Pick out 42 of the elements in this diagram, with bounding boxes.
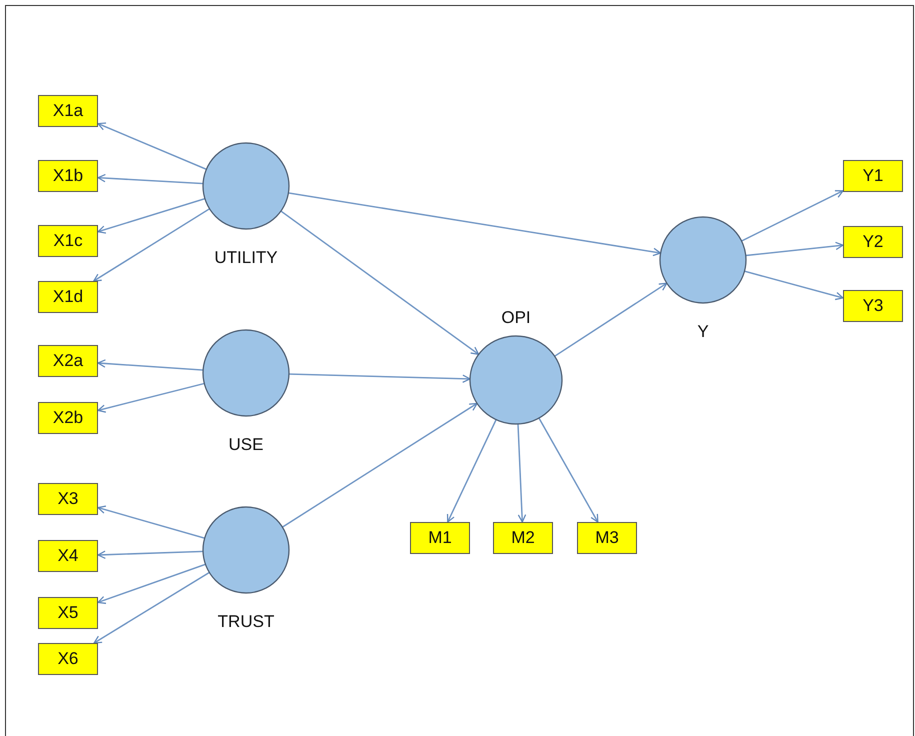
indicator-box: X5: [38, 597, 98, 629]
indicator-box: X4: [38, 540, 98, 572]
arrow: [97, 198, 206, 234]
arrow: [446, 419, 497, 523]
indicator-box: Y3: [843, 290, 903, 322]
arrow: [746, 242, 844, 256]
indicator-box: X2a: [38, 345, 98, 377]
arrow: [554, 282, 668, 357]
arrow: [97, 506, 205, 539]
indicator-box: M1: [410, 522, 470, 554]
arrow: [741, 190, 844, 242]
arrow: [97, 174, 204, 184]
variable-label: Y: [697, 322, 709, 342]
indicator-box: X1a: [38, 95, 98, 127]
variable-label: UTILITY: [214, 248, 278, 268]
arrow: [94, 572, 210, 644]
arrow: [744, 270, 844, 300]
variable-label: OPI: [501, 308, 531, 328]
arrow: [97, 564, 206, 604]
variable-label: TRUST: [218, 612, 274, 632]
indicator-box: X6: [38, 643, 98, 675]
arrow: [288, 373, 471, 383]
arrow: [97, 382, 204, 413]
indicator-box: Y2: [843, 226, 903, 258]
arrow: [538, 418, 598, 523]
arrow: [97, 359, 204, 371]
indicator-box: X2b: [38, 402, 98, 434]
arrow: [97, 122, 207, 170]
variable-label: USE: [228, 435, 264, 455]
indicator-box: X1c: [38, 225, 98, 257]
indicator-box: M3: [577, 522, 637, 554]
indicator-box: X1d: [38, 281, 98, 313]
arrow: [280, 210, 480, 355]
arrow: [93, 208, 210, 282]
arrow: [517, 424, 526, 523]
indicator-box: X3: [38, 483, 98, 515]
arrow: [97, 550, 204, 559]
indicator-box: X1b: [38, 160, 98, 192]
arrow: [288, 192, 662, 256]
arrow: [282, 402, 478, 528]
indicator-box: M2: [493, 522, 553, 554]
indicator-box: Y1: [843, 160, 903, 192]
